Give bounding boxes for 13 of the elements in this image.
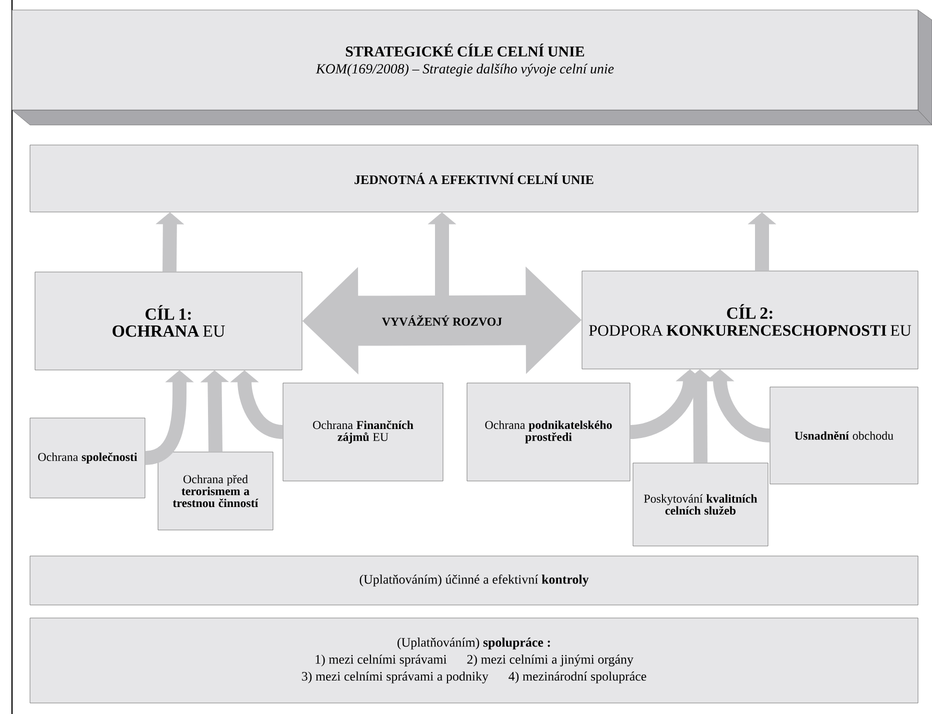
means-box: (Uplatňováním) účinné a efektivní kontroly [30,556,918,606]
goal-box: CÍL 2: PODPORA KONKURENCESCHOPNOSTI EU [582,270,918,370]
sub-goal-box: Usnadnění obchodu [770,386,918,484]
sub-goal-box: Ochrana společnosti [30,418,146,498]
means-box: (Uplatňováním) spolupráce : 1) mezi celními správami 2) mezi celními a jinými orgány 3) mezi celními správami a podniky 4) mezinárodní spolupráce [30,618,918,704]
sub-goal-box: Ochrana Finančních zájmů EU [282,382,444,482]
sub-goal-box: Poskytování kvalitních celních služeb [632,462,768,546]
goal-box: JEDNOTNÁ A EFEKTIVNÍ CELNÍ UNIE [30,144,918,212]
edge-label: VYVÁŽENÝ ROZVOJ [380,314,504,327]
goal-box: CÍL 1: OCHRANA EU [34,272,302,370]
title-box: STRATEGICKÉ CÍLE CELNÍ UNIE KOM(169/2008) – Strategie dalšího vývoje celní unie [12,10,932,126]
sub-goal-box: Ochrana podnikatelského prostředi [466,382,630,482]
sub-goal-box: Ochrana před terorismem a trestnou činností [158,452,274,530]
